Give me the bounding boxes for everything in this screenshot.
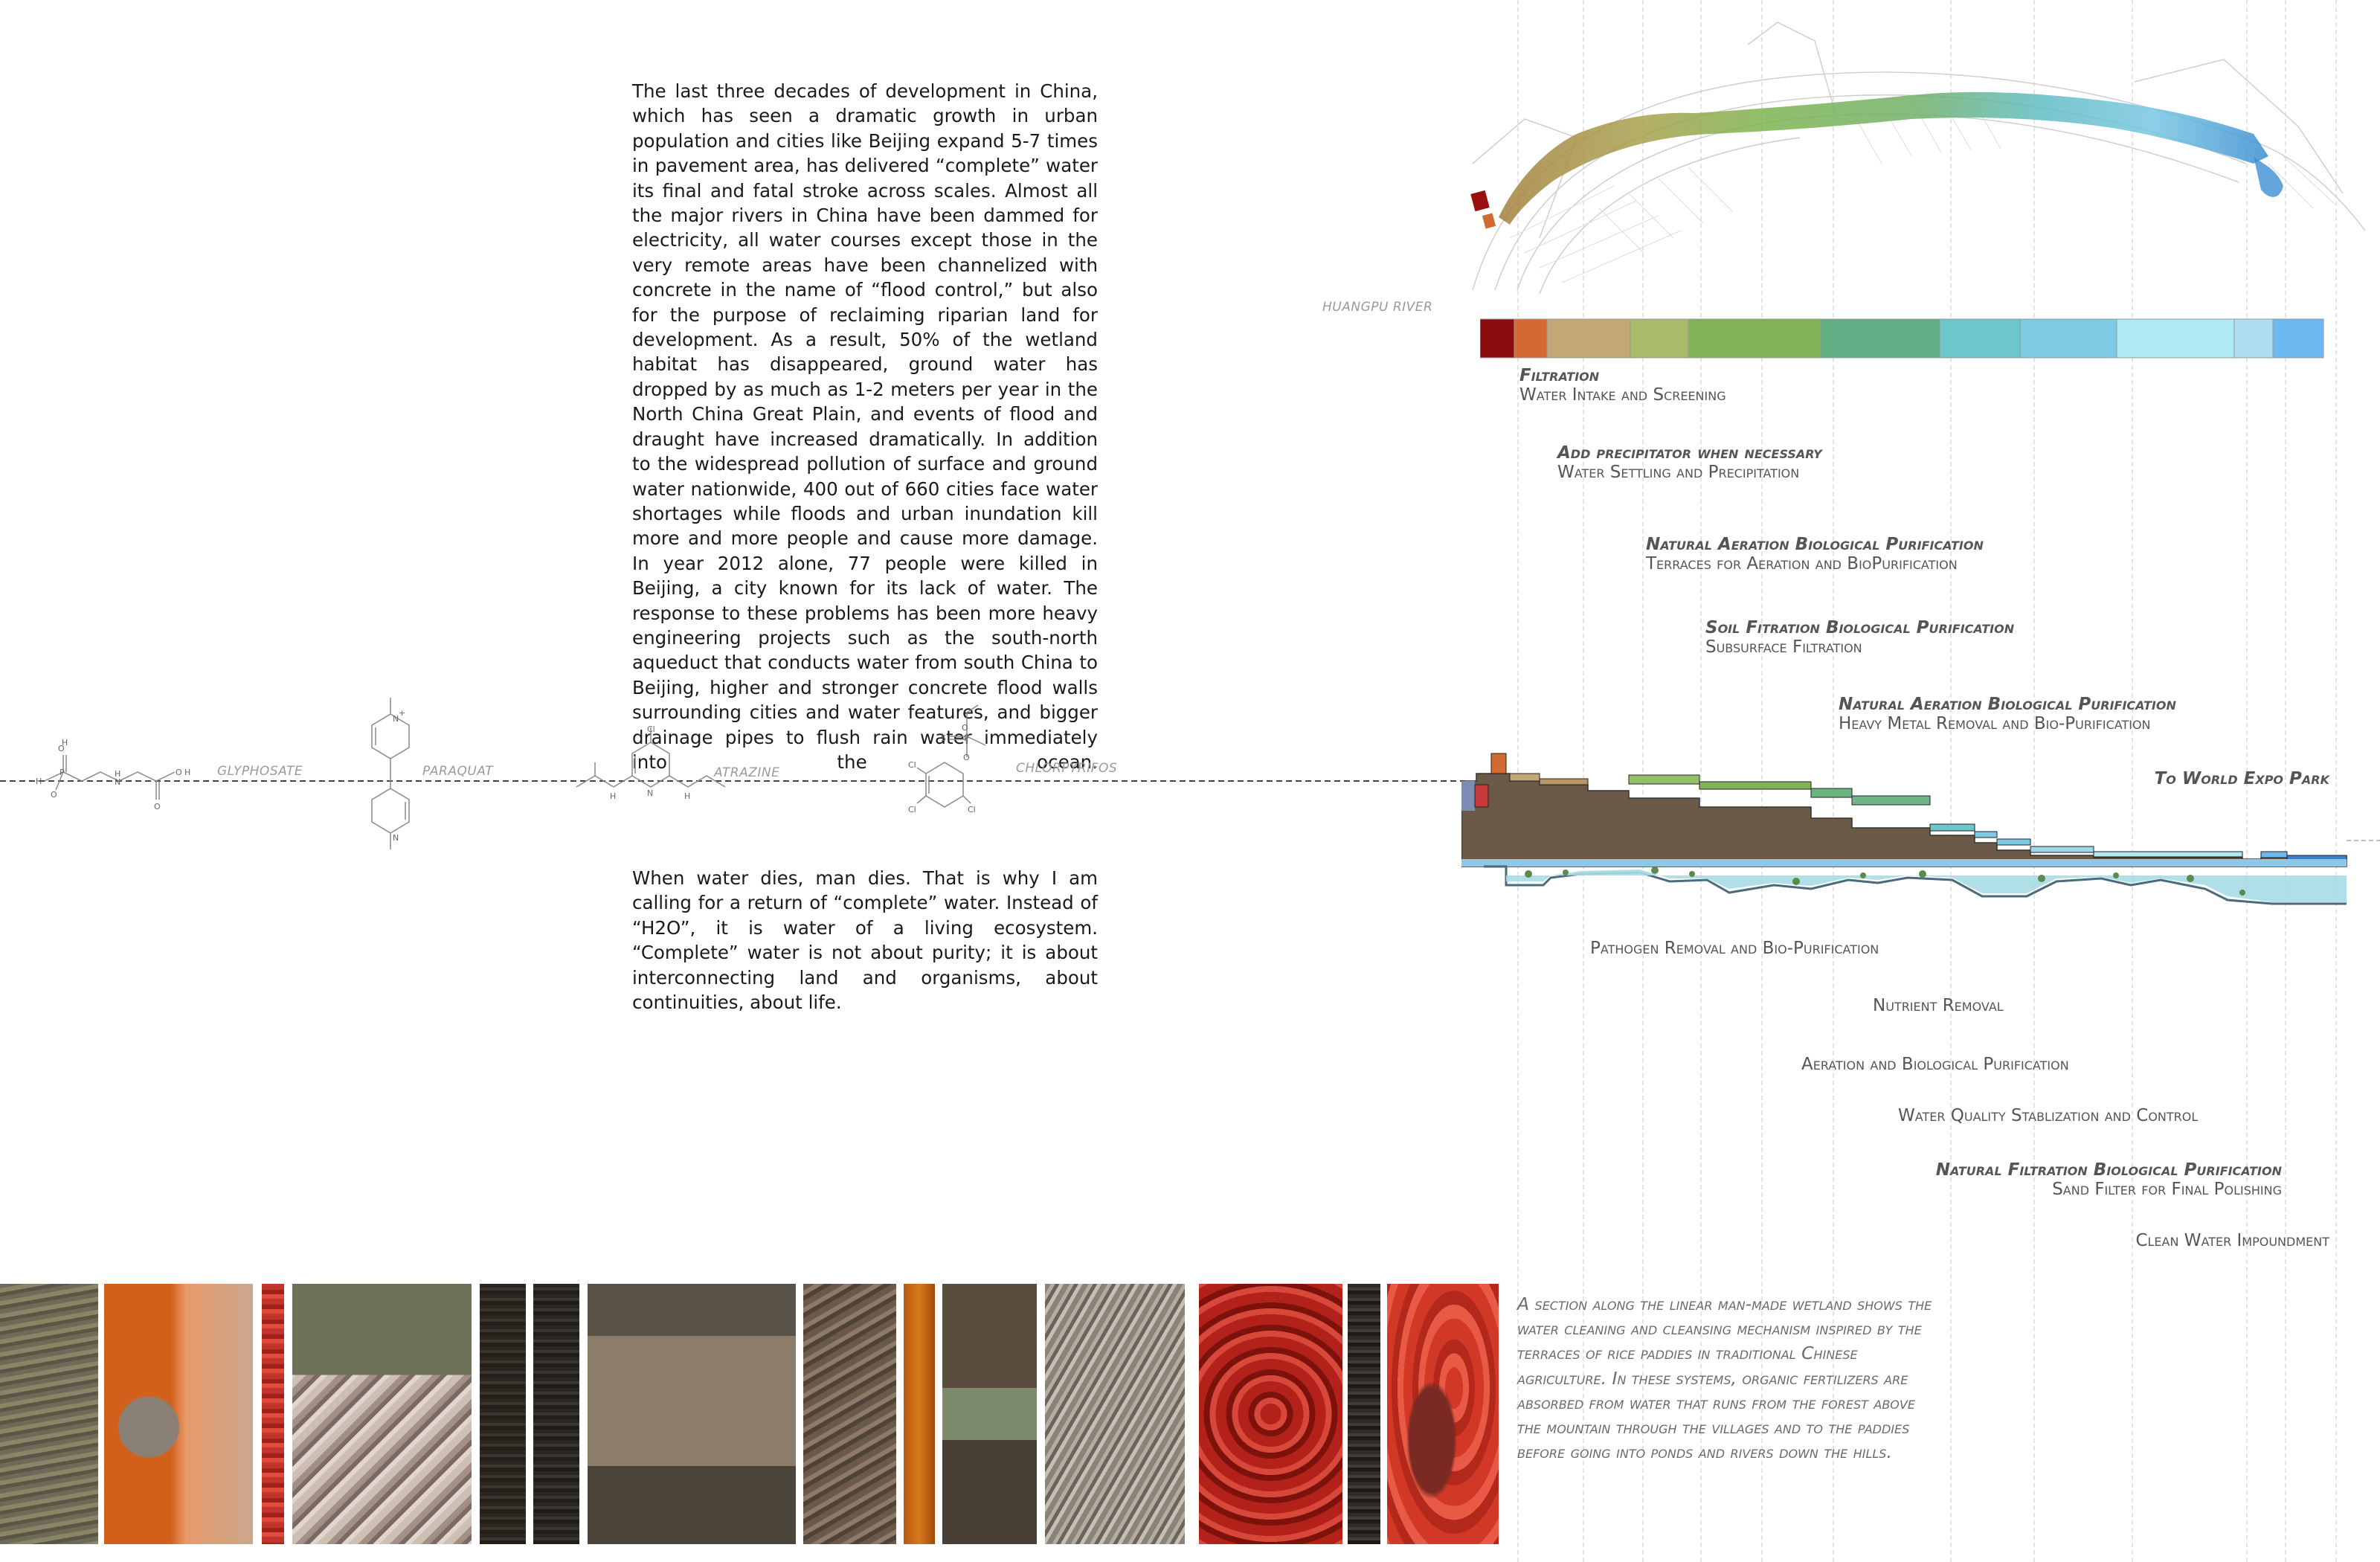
- photo-tile-soil: [0, 1284, 98, 1544]
- step-soil-filtration: Soil Fitration Biological Purification S…: [1705, 618, 2014, 657]
- chlorpyrifos-atom-s: S: [941, 733, 946, 743]
- step-sand-filter-sub: Sand Filter for Final Polishing: [2052, 1180, 2282, 1199]
- photo-tile-rubble: [292, 1284, 472, 1544]
- color-bar-segment: [2233, 318, 2274, 359]
- glyphosate-atom-o: O: [58, 744, 65, 753]
- photo-tile-dark-2: [533, 1284, 579, 1544]
- photo-tile-rubble-2: [1045, 1284, 1185, 1544]
- glyphosate-atom-h3: H: [115, 769, 120, 779]
- glyphosate-atom-o4: O: [176, 768, 182, 777]
- step-filtration-title: Filtration: [1519, 366, 1600, 385]
- chlorpyrifos-atom-cl2: Cl: [908, 805, 916, 814]
- chlorpyrifos-atom-o: O: [962, 723, 968, 733]
- photo-tile-orange: [904, 1284, 935, 1544]
- step-quality-control-sub: Water Quality Stablization and Control: [1898, 1106, 2199, 1125]
- glyphosate-atom-h4: H: [184, 768, 190, 777]
- step-quality-control: Water Quality Stablization and Control: [1898, 1106, 2198, 1125]
- paraquat-atom-n2: N: [393, 833, 399, 843]
- step-precipitation: Add precipitator when necessary Water Se…: [1557, 443, 1822, 482]
- step-heavy-metal: Natural Aeration Biological Purification…: [1839, 695, 2176, 733]
- step-filtration-sub: Water Intake and Screening: [1519, 385, 1726, 405]
- color-bar-segment: [1820, 318, 1940, 359]
- color-bar-segment: [2116, 318, 2235, 359]
- color-bar-segment: [1514, 318, 1548, 359]
- label-chlorpyrifos: CHLORPYRIFOS: [1016, 761, 1118, 776]
- photo-tile-mud: [942, 1284, 1037, 1544]
- step-soil-filtration-sub: Subsurface Filtration: [1705, 637, 1862, 657]
- label-atrazine: ATRAZINE: [714, 765, 780, 780]
- step-heavy-metal-title: Natural Aeration Biological Purification: [1839, 695, 2176, 714]
- step-aeration: Natural Aeration Biological Purification…: [1646, 535, 1984, 573]
- step-pathogen-sub: Pathogen Removal and Bio-Purification: [1590, 939, 1879, 958]
- color-bar-segment: [1480, 318, 1515, 359]
- process-color-bar: [1480, 318, 2324, 359]
- step-aeration-bio-sub: Aeration and Biological Purification: [1801, 1055, 2069, 1074]
- atrazine-atom-h: H: [610, 791, 616, 801]
- glyphosate-atom-o3: O: [154, 802, 161, 811]
- glyphosate-structure: H O H O P N H O O H: [36, 738, 190, 811]
- essay-paragraph-2: When water dies, man dies. That is why I…: [632, 867, 1098, 1014]
- atrazine-structure: Cl H H N: [576, 724, 726, 801]
- photo-tile-rust: [104, 1284, 253, 1544]
- color-bar-segment: [2019, 318, 2117, 359]
- step-aeration-sub: Terraces for Aeration and BioPurificatio…: [1646, 554, 1958, 573]
- step-expo-park: To World Expo Park: [2155, 769, 2329, 788]
- photo-tile-red-wave: [1199, 1284, 1342, 1544]
- color-bar-segment: [2272, 318, 2324, 359]
- paraquat-atom-n: N: [393, 714, 399, 724]
- step-sand-filter: Natural Filtration Biological Purificati…: [1936, 1160, 2282, 1199]
- step-sand-filter-title: Natural Filtration Biological Purificati…: [1935, 1160, 2282, 1180]
- step-filtration: Filtration Water Intake and Screening: [1519, 366, 1726, 405]
- step-aeration-bio: Aeration and Biological Purification: [1801, 1055, 2069, 1074]
- step-precipitation-sub: Water Settling and Precipitation: [1557, 463, 1800, 482]
- photo-tile-tiles: [803, 1284, 896, 1544]
- chlorpyrifos-atom-o2: O: [963, 753, 970, 762]
- glyphosate-atom-n: N: [115, 777, 120, 787]
- wetland-section: [1461, 753, 2380, 905]
- step-precipitation-title: Add precipitator when necessary: [1557, 443, 1822, 463]
- atrazine-atom-n: N: [647, 788, 653, 798]
- step-pathogen: Pathogen Removal and Bio-Purification: [1590, 939, 1879, 958]
- step-soil-filtration-title: Soil Fitration Biological Purification: [1705, 618, 2015, 637]
- label-glyphosate: GLYPHOSATE: [217, 764, 303, 779]
- photo-tile-dark-3: [1348, 1284, 1380, 1544]
- step-nutrient-sub: Nutrient Removal: [1873, 996, 2004, 1015]
- chlorpyrifos-atom-cl3: Cl: [968, 805, 976, 814]
- photo-tile-puddle: [588, 1284, 796, 1544]
- label-paraquat: PARAQUAT: [422, 764, 494, 779]
- chemical-baseline: [0, 780, 1465, 782]
- photo-tile-red-2: [1387, 1284, 1499, 1544]
- step-expo-park-title: To World Expo Park: [2154, 769, 2329, 788]
- step-nutrient: Nutrient Removal: [1873, 996, 2004, 1015]
- site-plan: [1470, 22, 2366, 295]
- atrazine-atom-cl: Cl: [647, 724, 655, 734]
- color-bar-segment: [1939, 318, 2021, 359]
- photo-tile-dark: [480, 1284, 526, 1544]
- glyphosate-atom-h: H: [36, 777, 42, 786]
- step-heavy-metal-sub: Heavy Metal Removal and Bio-Purification: [1839, 714, 2151, 733]
- section-caption: A section along the linear man-made wetl…: [1517, 1293, 1932, 1463]
- glyphosate-atom-o2: O: [51, 790, 57, 800]
- color-bar-segment: [1546, 318, 1631, 359]
- label-huangpu-river: HUANGPU RIVER: [1322, 300, 1433, 315]
- glyphosate-atom-h2: H: [62, 738, 68, 748]
- chlorpyrifos-structure: O P S O Cl Cl Cl: [908, 704, 986, 814]
- paraquat-structure: N + N: [371, 698, 410, 849]
- photo-tile-red: [262, 1284, 284, 1544]
- essay-paragraph-1: The last three decades of development in…: [632, 80, 1098, 773]
- chlorpyrifos-atom-p: P: [964, 733, 969, 743]
- step-aeration-title: Natural Aeration Biological Purification: [1646, 535, 1984, 554]
- color-bar-segment: [1630, 318, 1689, 359]
- chlorpyrifos-atom-cl: Cl: [908, 760, 916, 770]
- step-clean-water: Clean Water Impoundment: [2135, 1231, 2329, 1250]
- color-bar-segment: [1688, 318, 1821, 359]
- atrazine-atom-h2: H: [684, 791, 690, 801]
- step-clean-water-sub: Clean Water Impoundment: [2135, 1231, 2329, 1250]
- paraquat-atom-plus: +: [399, 708, 405, 718]
- glyphosate-atom-p: P: [60, 768, 65, 777]
